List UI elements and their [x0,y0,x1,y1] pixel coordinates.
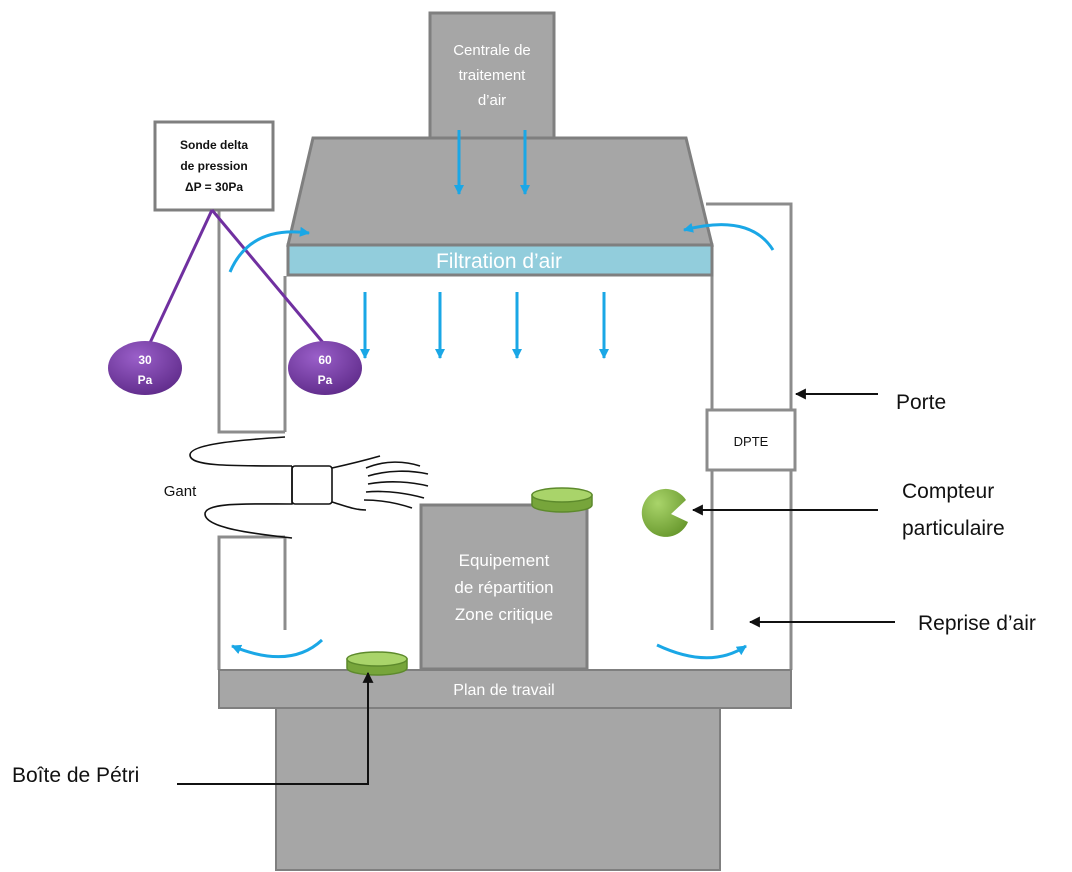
glove-outline [189,436,429,539]
pressure-badge-30 [108,341,182,395]
equipment-label-line-1: Equipement [459,551,550,570]
filtration-bar [286,243,714,277]
glove-label: Gant [164,483,197,500]
air-handler-duct [428,11,556,141]
hood [286,136,714,247]
pressure-probe-line-2: de pression [180,159,247,173]
air-handler-label-line-1: Centrale de [453,42,531,59]
probe-line-right [210,209,327,346]
equipment-label-line-2: de répartition [454,578,553,597]
probe-line-left [147,209,214,346]
petri-dish-bench [346,651,408,676]
pedestal [275,707,721,871]
recirc-arrow-bottom-left [231,638,324,659]
petri-callout-arrow [177,671,374,785]
pressure-badge-60 [288,341,362,395]
recirc-arrow-top-right [683,222,775,251]
recirc-arrow-bottom-right [656,643,747,660]
pressure-probe-box [153,120,275,212]
pressure-badge-60-unit: Pa [318,373,333,387]
recirc-arrow-top-left [228,226,310,273]
air-handler-label-line-3: d’air [478,92,506,109]
pressure-badge-30-unit: Pa [138,373,153,387]
air-handler-label-line-2: traitement [459,67,527,84]
pressure-badge-60-value: 60 [318,353,332,367]
counter-callout-label-line-1: Compteur [902,480,994,503]
pressure-probe-line-1: Sonde delta [180,138,248,152]
petri-callout-label: Boîte de Pétri [12,764,139,787]
right-outer-wall [706,202,793,410]
dpte-label: DPTE [734,434,769,449]
filtration-label: Filtration d’air [436,250,562,273]
left-outer-wall [217,204,285,434]
equipment-block [419,503,589,671]
workbench-label: Plan de travail [453,682,554,699]
petri-dish-top [531,487,593,513]
workbench [218,669,792,709]
pressure-badge-30-value: 30 [138,353,152,367]
door-callout-label: Porte [896,391,946,414]
pressure-probe-line-3: ΔP = 30Pa [185,180,243,194]
particle-counter [641,488,688,537]
equipment-label-line-3: Zone critique [455,605,553,624]
dpte-box [705,408,797,472]
left-lower-wall [217,535,285,670]
counter-callout-label-line-2: particulaire [902,517,1005,540]
air-return-callout-label: Reprise d’air [918,612,1036,635]
